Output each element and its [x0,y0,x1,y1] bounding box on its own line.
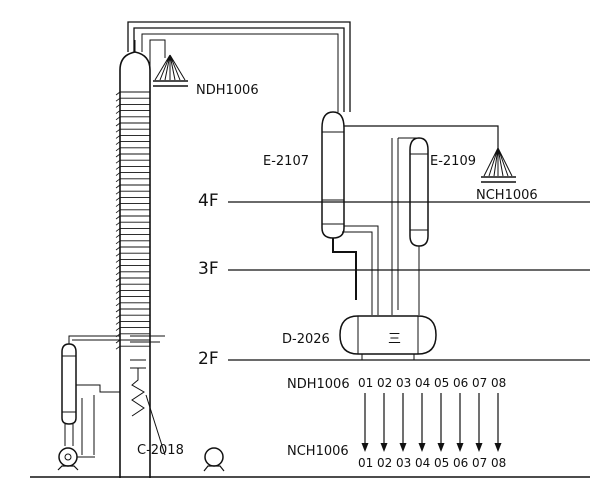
arrow-down-icon [361,393,369,452]
tray-tick [115,153,121,158]
tray-tick [115,302,121,307]
tray-tick [115,234,121,238]
tray-tick [115,215,121,220]
tray-tick [115,141,121,145]
tray-tick [115,314,121,319]
tray-tick [115,246,121,251]
tray-tick [115,228,121,232]
outlet-bottom-row: 01 02 03 04 05 06 07 08 [358,456,506,470]
tray-tick [115,128,121,133]
column-label: C-2018 [137,443,184,458]
drum-d2026: 三 [339,315,437,360]
arrow-down-icon [437,393,445,452]
top-outlet-number: 04 [415,376,430,390]
spray-nozzle-icon [153,54,188,87]
spray-nozzle-icon [481,147,516,183]
tray-tick [115,308,121,313]
arrow-down-icon [494,393,502,452]
arrow-down-icon [380,393,388,452]
tray-tick [115,190,121,195]
reboiler [61,335,165,455]
drum-label: D-2026 [282,332,330,347]
bottom-outlet-number: 06 [453,456,468,470]
tray-tick [115,209,121,214]
tray-tick [115,104,121,108]
arrow-down-icon [475,393,483,452]
tray-tick [115,203,121,207]
floor-label: 2F [198,349,219,369]
tray-tick [115,122,121,127]
top-outlet-number: 01 [358,376,373,390]
condenser-right-label: E-2109 [430,154,476,169]
tray-tick [115,252,121,257]
tray-tick [115,97,121,102]
tray-tick [115,159,121,164]
tray-tick [115,345,121,350]
tray-tick [115,327,121,331]
tray-tick [115,178,121,183]
tray-tick [115,283,121,288]
arrow-down-icon [456,393,464,452]
tray-tick [115,259,121,263]
drum-sight-glass: 三 [388,332,401,347]
bottom-outlet-number: 01 [358,456,373,470]
top-outlet-number: 05 [434,376,449,390]
distillation-column [115,40,166,478]
top-outlet-number: 07 [472,376,487,390]
pump-icon [57,447,95,471]
column-trays [115,91,150,350]
overhead-line [127,21,351,112]
tray-tick [115,296,121,300]
condensate-lines [332,138,420,315]
tray-tick [115,110,121,114]
floor-4f: 4F [198,191,590,211]
tray-tick [115,240,121,245]
top-tag-label: NDH1006 [196,83,259,98]
top-outlet-number: 02 [377,376,392,390]
tray-tick [115,290,121,294]
outlet-top-row: 01 02 03 04 05 06 07 08 [358,376,506,390]
tray-tick [115,221,121,226]
bottom-outlet-number: 03 [396,456,411,470]
tray-tick [115,147,121,152]
tray-tick [115,172,121,176]
top-outlet-number: 06 [453,376,468,390]
floor-3f: 3F [198,259,590,279]
condenser-left-label: E-2107 [263,154,309,169]
bottom-outlet-number: 08 [491,456,506,470]
arrow-down-icon [418,393,426,452]
bottom-outlet-number: 02 [377,456,392,470]
outlet-header-top: NDH1006 [287,377,350,392]
tray-tick [115,135,121,139]
outlet-header-bottom: NCH1006 [287,444,349,459]
arrow-down-icon [399,393,407,452]
outlet-arrows [361,393,502,452]
floor-label: 4F [198,191,219,211]
floor-label: 3F [198,259,219,279]
condenser-e2107 [321,111,345,239]
floor-2f: 2F [198,349,590,369]
top-outlet-number: 03 [396,376,411,390]
top-outlet-number: 08 [491,376,506,390]
tray-tick [115,271,121,276]
tray-tick [115,197,121,201]
bottom-outlet-number: 04 [415,456,430,470]
tray-tick [115,321,121,325]
pump-icon [203,447,225,472]
tray-tick [115,166,121,170]
tray-tick [115,184,121,189]
bottom-outlet-number: 07 [472,456,487,470]
tray-tick [115,265,121,269]
bottom-outlet-number: 05 [434,456,449,470]
tray-tick [115,116,121,121]
tray-tick [115,91,121,96]
right-tag-label: NCH1006 [476,188,538,203]
tray-tick [115,277,121,282]
condenser-e2109 [397,137,429,310]
